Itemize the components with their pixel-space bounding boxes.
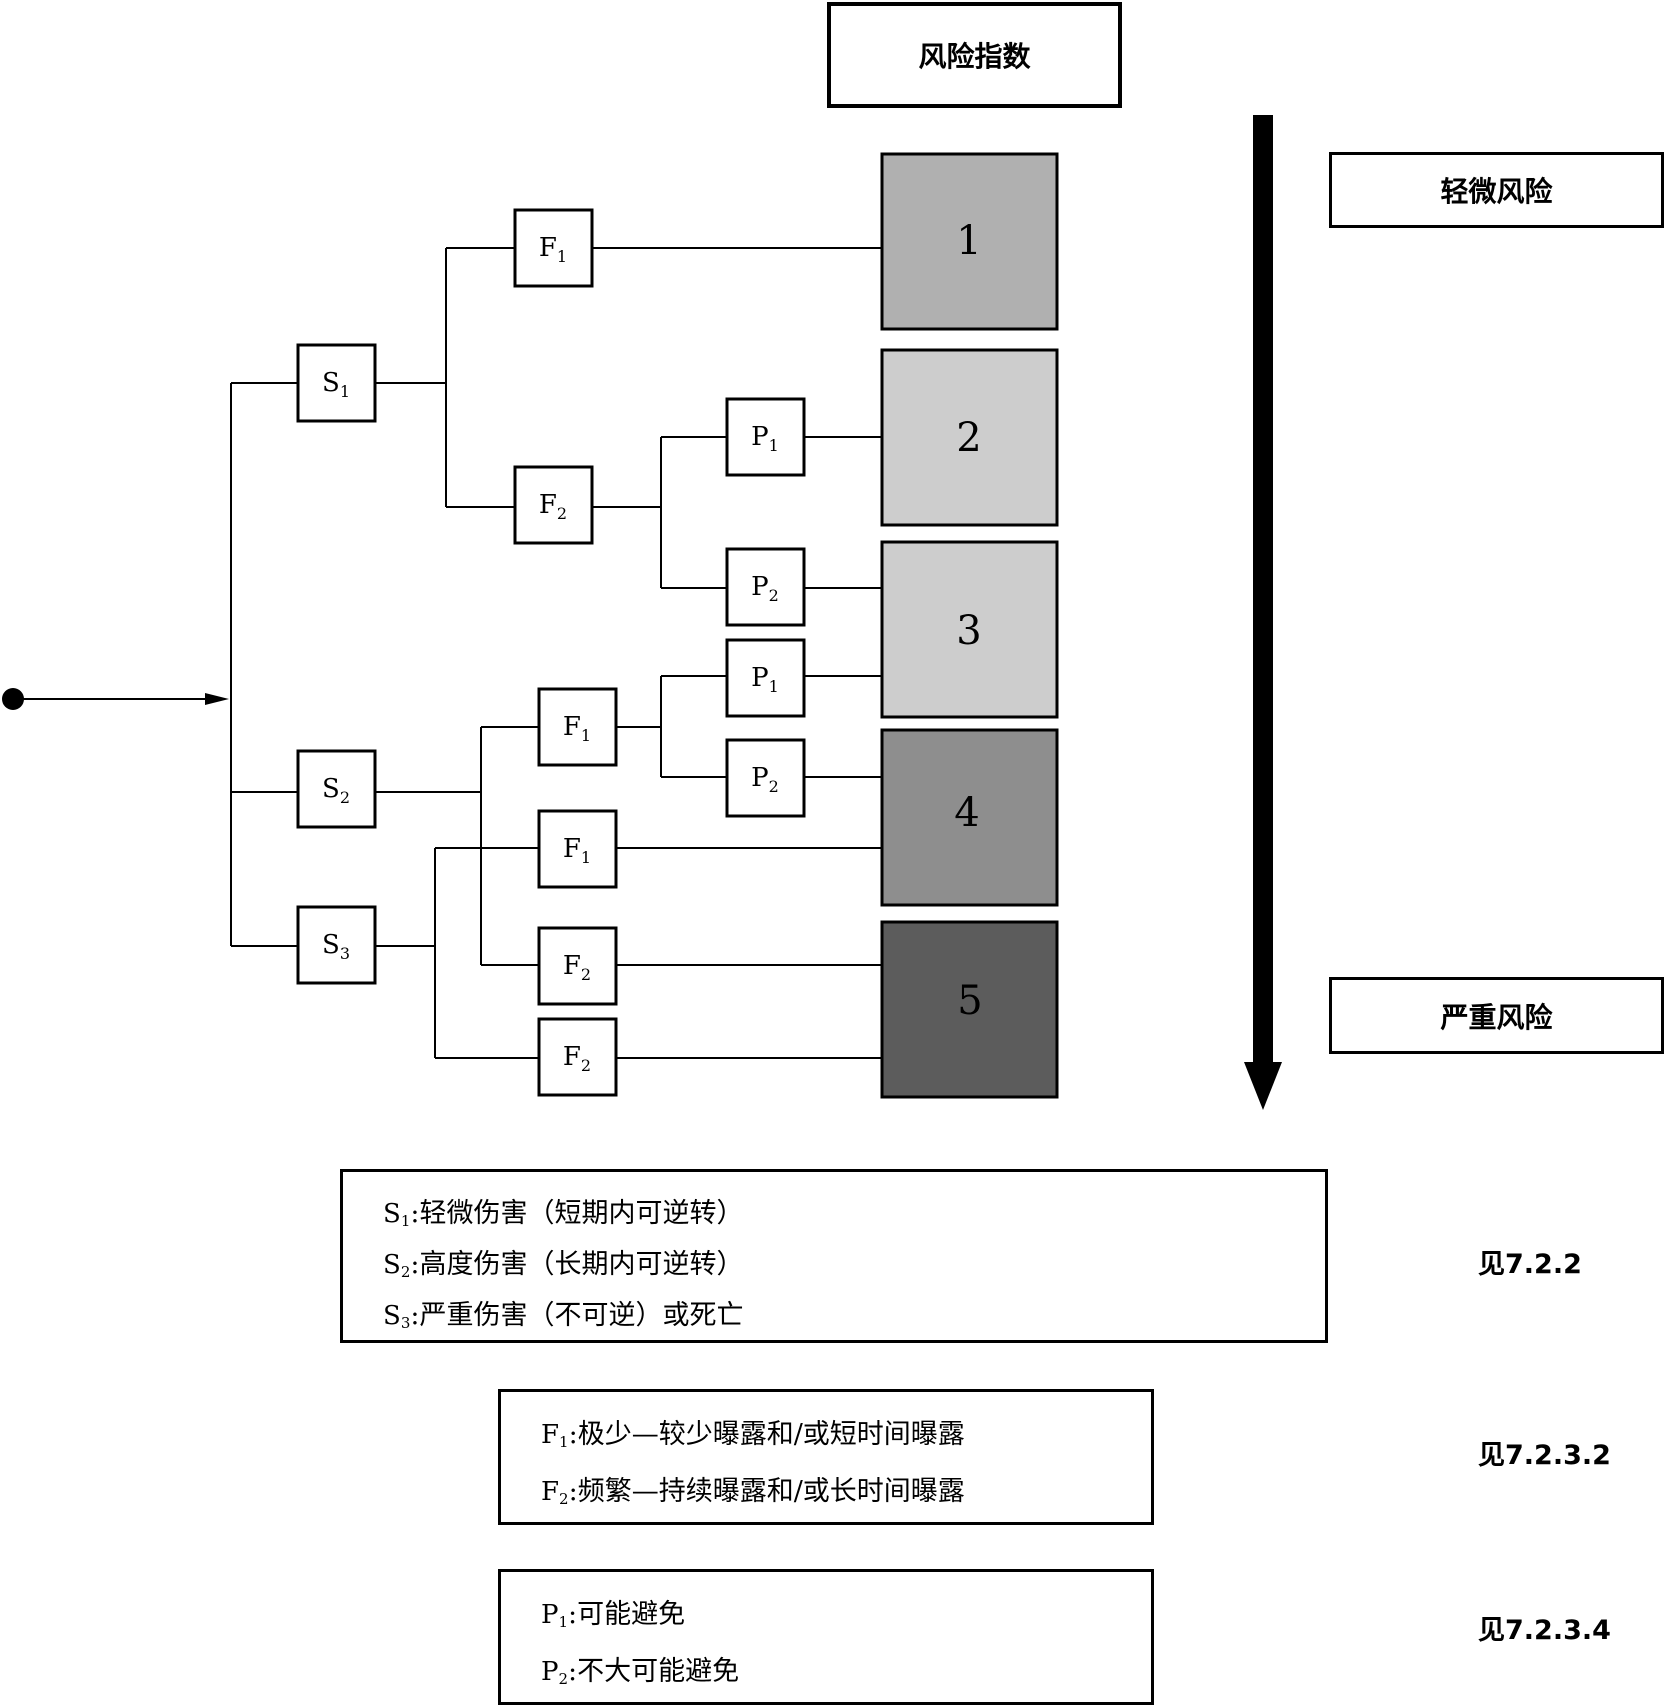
ref-frequency: 见7.2.3.2 bbox=[1478, 1440, 1611, 1471]
svg-text:3: 3 bbox=[956, 608, 981, 654]
svg-text:S1: S1 bbox=[322, 368, 350, 401]
connector-lines bbox=[230, 247, 882, 1059]
risk-level-2: 2 bbox=[880, 348, 1059, 527]
svg-text:5: 5 bbox=[957, 978, 982, 1024]
node-s2-f1: F1 bbox=[537, 687, 618, 767]
legend-possibility: P1:可能避免 P2:不大可能避免 bbox=[498, 1569, 1154, 1705]
svg-text:1: 1 bbox=[956, 218, 981, 264]
svg-text:F1: F1 bbox=[563, 834, 591, 867]
svg-text:F1: F1 bbox=[539, 233, 567, 266]
svg-text:P1: P1 bbox=[751, 422, 779, 455]
svg-text:P1: P1 bbox=[751, 663, 779, 696]
risk-index-title: 风险指数 bbox=[827, 2, 1122, 108]
legend-row-s1: S1:轻微伤害（短期内可逆转） bbox=[383, 1198, 744, 1230]
svg-text:F1: F1 bbox=[563, 712, 591, 745]
svg-text:F2: F2 bbox=[563, 951, 591, 984]
legend-row-s3: S3:严重伤害（不可逆）或死亡 bbox=[383, 1300, 744, 1332]
node-s2-f2: F2 bbox=[537, 926, 618, 1006]
risk-level-1: 1 bbox=[880, 152, 1059, 331]
node-s1-f2-p1: P1 bbox=[725, 397, 806, 477]
low-risk-label: 轻微风险 bbox=[1329, 152, 1664, 228]
legend-row-p1: P1:可能避免 bbox=[541, 1599, 686, 1631]
ref-possibility: 见7.2.3.4 bbox=[1478, 1615, 1611, 1646]
svg-text:F2: F2 bbox=[539, 490, 567, 523]
node-s2-f1-p2: P2 bbox=[725, 738, 806, 818]
legend-row-s2: S2:高度伤害（长期内可逆转） bbox=[383, 1249, 744, 1281]
svg-text:S3: S3 bbox=[322, 930, 350, 963]
legend-frequency: F1:极少—较少曝露和/或短时间曝露 F2:频繁—持续曝露和/或长时间曝露 bbox=[498, 1389, 1154, 1525]
node-s1: S1 bbox=[296, 343, 377, 423]
node-s3: S3 bbox=[296, 905, 377, 985]
svg-text:S2: S2 bbox=[322, 774, 350, 807]
node-s3-f1: F1 bbox=[537, 809, 618, 889]
svg-text:4: 4 bbox=[954, 790, 979, 836]
node-s1-f2: F2 bbox=[513, 465, 594, 545]
legend-severity: S1:轻微伤害（短期内可逆转） S2:高度伤害（长期内可逆转） S3:严重伤害（… bbox=[340, 1169, 1328, 1343]
legend-row-p2: P2:不大可能避免 bbox=[541, 1656, 740, 1688]
legend-row-f2: F2:频繁—持续曝露和/或长时间曝露 bbox=[541, 1476, 965, 1508]
severity-arrow bbox=[1244, 115, 1282, 1110]
risk-level-5: 5 bbox=[880, 920, 1059, 1099]
risk-level-3: 3 bbox=[880, 540, 1059, 719]
svg-text:2: 2 bbox=[956, 415, 981, 461]
ref-severity: 见7.2.2 bbox=[1478, 1249, 1582, 1280]
node-s3-f2: F2 bbox=[537, 1017, 618, 1097]
high-risk-label: 严重风险 bbox=[1329, 977, 1664, 1054]
risk-level-4: 4 bbox=[880, 728, 1059, 907]
node-s1-f2-p2: P2 bbox=[725, 547, 806, 627]
node-s2: S2 bbox=[296, 749, 377, 829]
legend-row-f1: F1:极少—较少曝露和/或短时间曝露 bbox=[541, 1419, 965, 1451]
svg-text:P2: P2 bbox=[751, 572, 779, 605]
svg-text:P2: P2 bbox=[751, 763, 779, 796]
svg-text:F2: F2 bbox=[563, 1042, 591, 1075]
node-s2-f1-p1: P1 bbox=[725, 638, 806, 718]
start-arrowhead bbox=[205, 693, 229, 705]
node-s1-f1: F1 bbox=[513, 208, 594, 288]
